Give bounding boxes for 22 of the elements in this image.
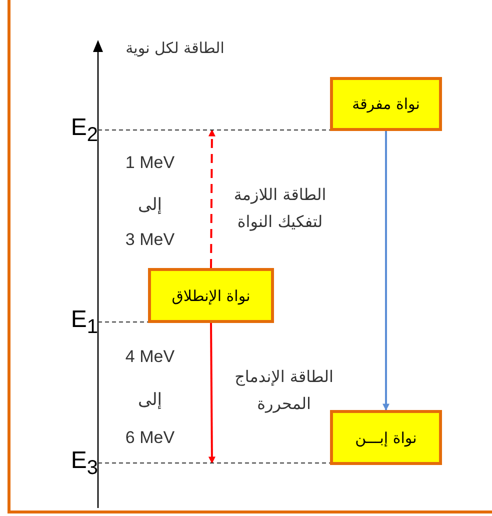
- energy-value: 4 MeV: [125, 347, 175, 367]
- arrow: [382, 131, 390, 411]
- arrow: [208, 323, 216, 464]
- level-label: E$_{1}$: [70, 306, 98, 338]
- nucleus-label: نواة الإنطلاق: [172, 286, 250, 304]
- energy-value: 1 MeV: [125, 153, 175, 173]
- arrow: [208, 129, 216, 268]
- nucleus-label: نواة إبـــن: [355, 428, 417, 446]
- energy-value: 3 MeV: [125, 230, 175, 250]
- energy-caption: الطاقة الإندماج المحررة: [234, 366, 334, 415]
- nucleus-box: [148, 268, 274, 323]
- nucleus-box: [330, 77, 442, 131]
- nucleus-label: نواة مفرقة: [352, 95, 420, 113]
- energy-value: إلى: [138, 195, 162, 215]
- nucleus-box: [330, 410, 442, 465]
- axis-title: الطاقة لكل نوية: [126, 39, 224, 57]
- energy-value: 6 MeV: [125, 428, 175, 448]
- level-line: [98, 462, 330, 464]
- energy-caption: الطاقة اللازمة لتفكيك النواة: [232, 184, 328, 233]
- energy-value: إلى: [138, 390, 162, 410]
- level-label: E$_{3}$: [70, 446, 98, 480]
- level-label: E$_{2}$: [70, 114, 98, 146]
